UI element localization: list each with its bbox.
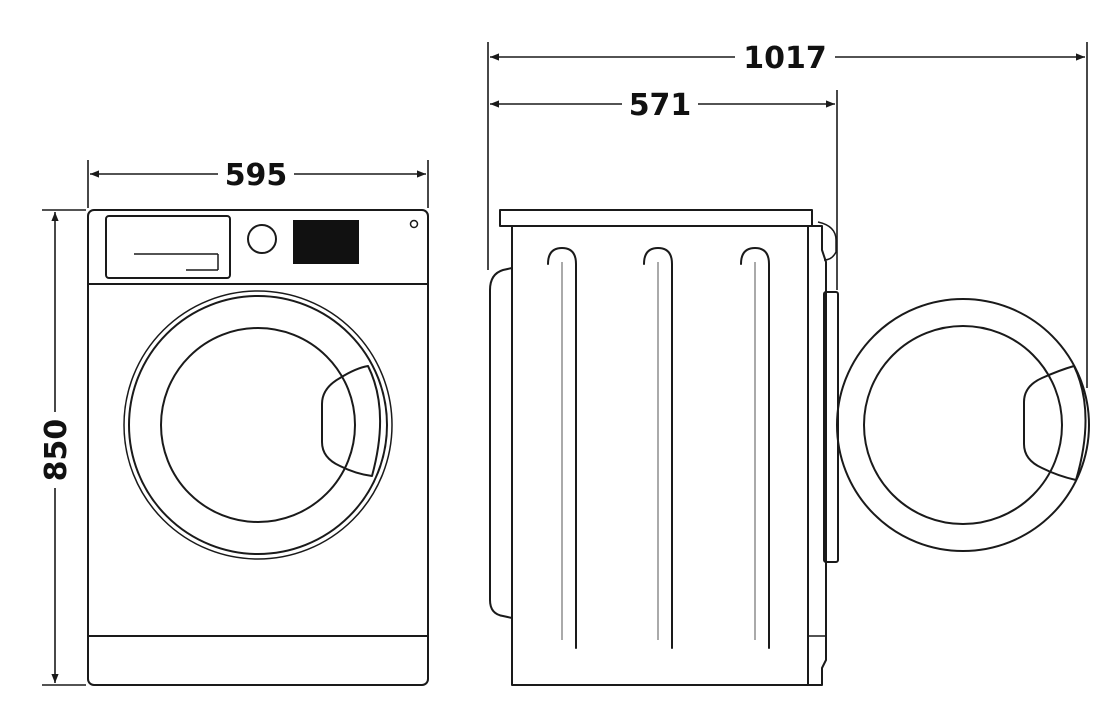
extension-lines: [42, 42, 1088, 686]
front-door: [123, 290, 393, 560]
width-dimension: 595: [90, 158, 426, 193]
depth-label: 571: [629, 88, 692, 123]
side-top-lid: [499, 209, 813, 227]
detergent-drawer: [105, 215, 231, 279]
height-label: 850: [39, 419, 74, 482]
indicator-light-icon: [409, 219, 419, 229]
front-cabinet: [87, 209, 429, 686]
open-door: [836, 298, 1090, 552]
display-panel: [293, 220, 359, 264]
side-ribs: [547, 247, 770, 649]
depth-dimension: 571: [490, 88, 835, 123]
depth-door-open-dimension: 1017: [490, 41, 1085, 76]
front-view: [87, 209, 429, 686]
height-dimension: 850: [39, 212, 74, 683]
side-cabinet: [511, 225, 809, 686]
side-view: [489, 209, 1090, 686]
depth-door-open-label: 1017: [743, 41, 827, 76]
width-label: 595: [225, 158, 288, 193]
program-knob-icon: [247, 224, 277, 254]
